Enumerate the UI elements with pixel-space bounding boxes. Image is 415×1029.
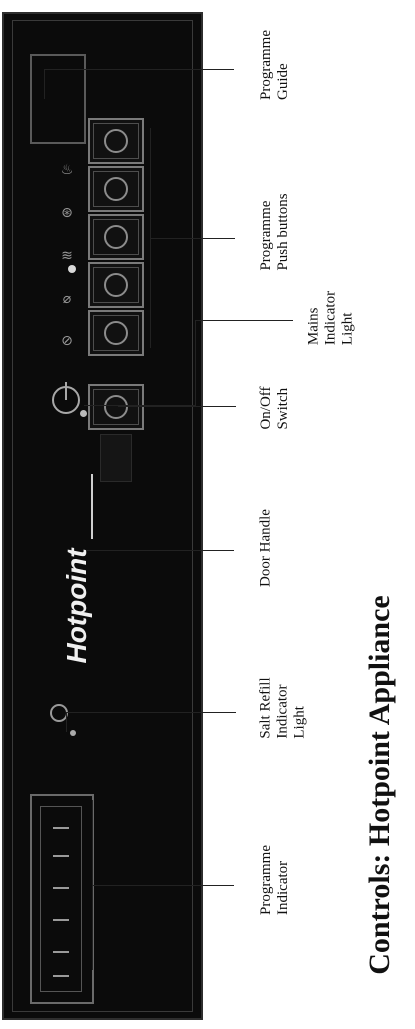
leader-push-buttons [150,238,235,239]
programme-symbol-1: ♨ [60,162,74,178]
leader-programme-indicator [92,885,234,886]
label-line: Indicator [275,860,291,915]
leader-mains-light [195,320,293,321]
programme-button-5[interactable] [88,310,144,356]
label-line: Indicator [322,290,339,346]
indicator-mark [53,975,69,977]
indicator-mark [53,827,69,829]
leader-programme-guide [44,69,234,70]
label-push-buttons: Programme Push buttons [258,193,292,270]
programme-button-3[interactable] [88,214,144,260]
label-line: Light [339,312,356,346]
on-off-switch[interactable] [88,384,144,430]
leader-salt-refill [66,712,236,713]
salt-refill-icon [50,704,68,722]
label-line: Mains [305,307,322,346]
indicator-mark [53,887,69,889]
indicator-mark [53,919,69,921]
logo-underline [91,474,93,539]
leader-programme-guide-vert [44,69,45,99]
door-handle[interactable] [100,434,132,482]
indicator-mark [53,951,69,953]
logo-text: Hotpoint [61,548,92,664]
programme-button-4[interactable] [88,262,144,308]
programme-symbol-5: ⊘ [61,333,73,349]
salt-refill-light [70,730,76,736]
leader-door-handle [86,550,234,551]
indicator-mark [53,855,69,857]
label-programme-indicator: Programme Indicator [258,845,292,915]
leader-push-buttons-bracket [150,128,151,348]
label-line: Switch [275,387,291,430]
label-line: On/Off [258,386,274,430]
label-line: Programme [258,845,274,915]
leader-mains-light-vert [195,320,196,406]
power-icon [52,382,80,414]
figure-caption: Controls: Hotpoint Appliance [363,595,396,975]
label-line: Door Handle [257,509,274,587]
label-onoff-switch: On/Off Switch [258,386,292,429]
label-mains-light: Mains Indicator Light [306,291,357,345]
selected-programme-dot [68,265,76,273]
programme-button-1[interactable] [88,118,144,164]
panel-border [12,20,193,1012]
control-panel: ♨ ⊛ ≋ ⌀ ⊘ Hotpoint [2,12,203,1020]
leader-onoff-switch [118,406,236,407]
programme-button-2[interactable] [88,166,144,212]
leader-programme-indicator-bracket [92,800,93,970]
label-line: Light [291,706,308,739]
programme-symbol-2: ⊛ [61,205,73,221]
label-line: Push buttons [275,193,291,271]
label-line: Programme [258,30,274,100]
label-line: Indicator [274,684,291,739]
leader-mains-light-horiz [84,405,196,406]
programme-symbol-3: ≋ [61,248,73,264]
label-line: Guide [275,63,291,100]
leader-salt-refill-vert [66,712,67,732]
label-line: Programme [258,200,274,271]
label-door-handle: Door Handle [258,509,275,587]
label-programme-guide: Programme Guide [258,30,292,100]
programme-indicator-window [30,794,94,1004]
label-salt-refill: Salt Refill Indicator Light [258,677,309,738]
programme-guide-window [30,54,86,144]
programme-symbol-4: ⌀ [62,291,72,307]
mains-indicator-light [80,410,87,417]
label-line: Salt Refill [257,677,274,739]
programme-indicator-scale [40,806,82,992]
